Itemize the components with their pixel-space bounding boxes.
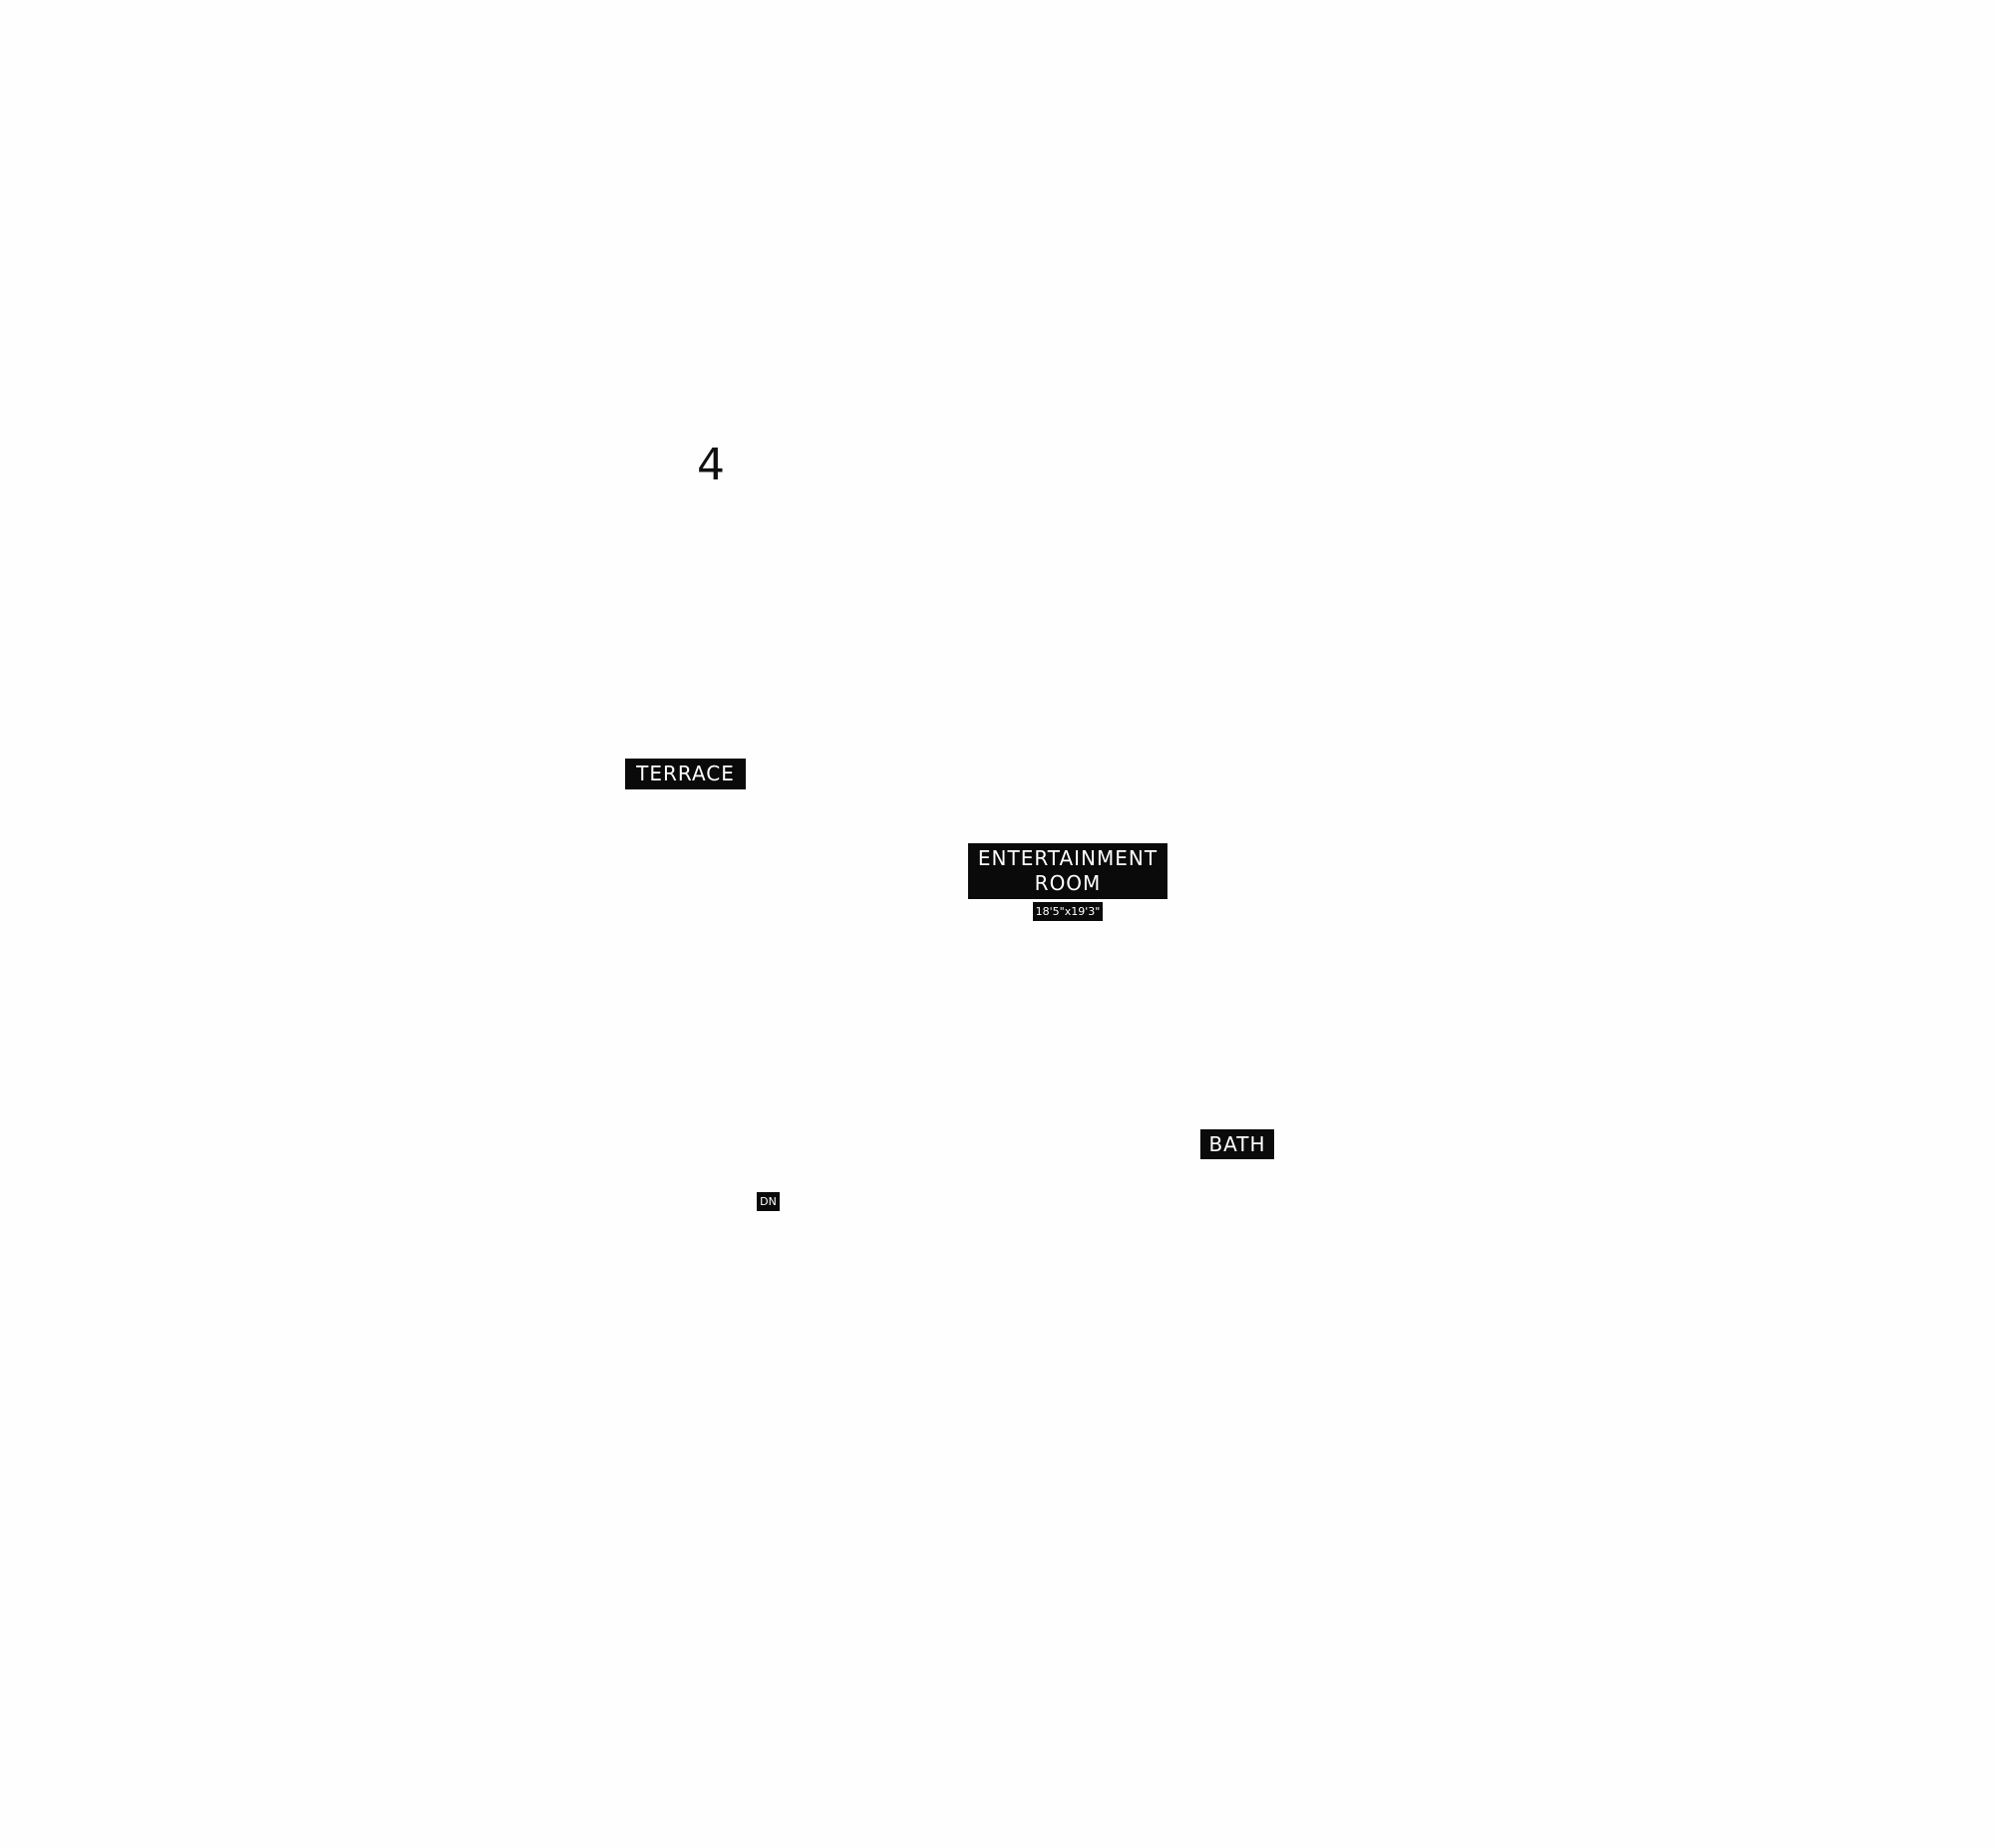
room-dimensions-entertainment-room: 18'5"x19'3" <box>1033 902 1103 921</box>
floor-number: 4 <box>697 440 725 490</box>
room-label-bath: BATH <box>1200 1129 1274 1159</box>
room-label-entertainment-room: ENTERTAINMENT ROOM <box>968 843 1167 899</box>
room-label-entertainment-line2: ROOM <box>1034 871 1102 895</box>
room-label-entertainment-line1: ENTERTAINMENT <box>977 846 1159 870</box>
room-label-terrace: TERRACE <box>625 759 746 789</box>
stairs-down-label: DN <box>757 1192 780 1211</box>
